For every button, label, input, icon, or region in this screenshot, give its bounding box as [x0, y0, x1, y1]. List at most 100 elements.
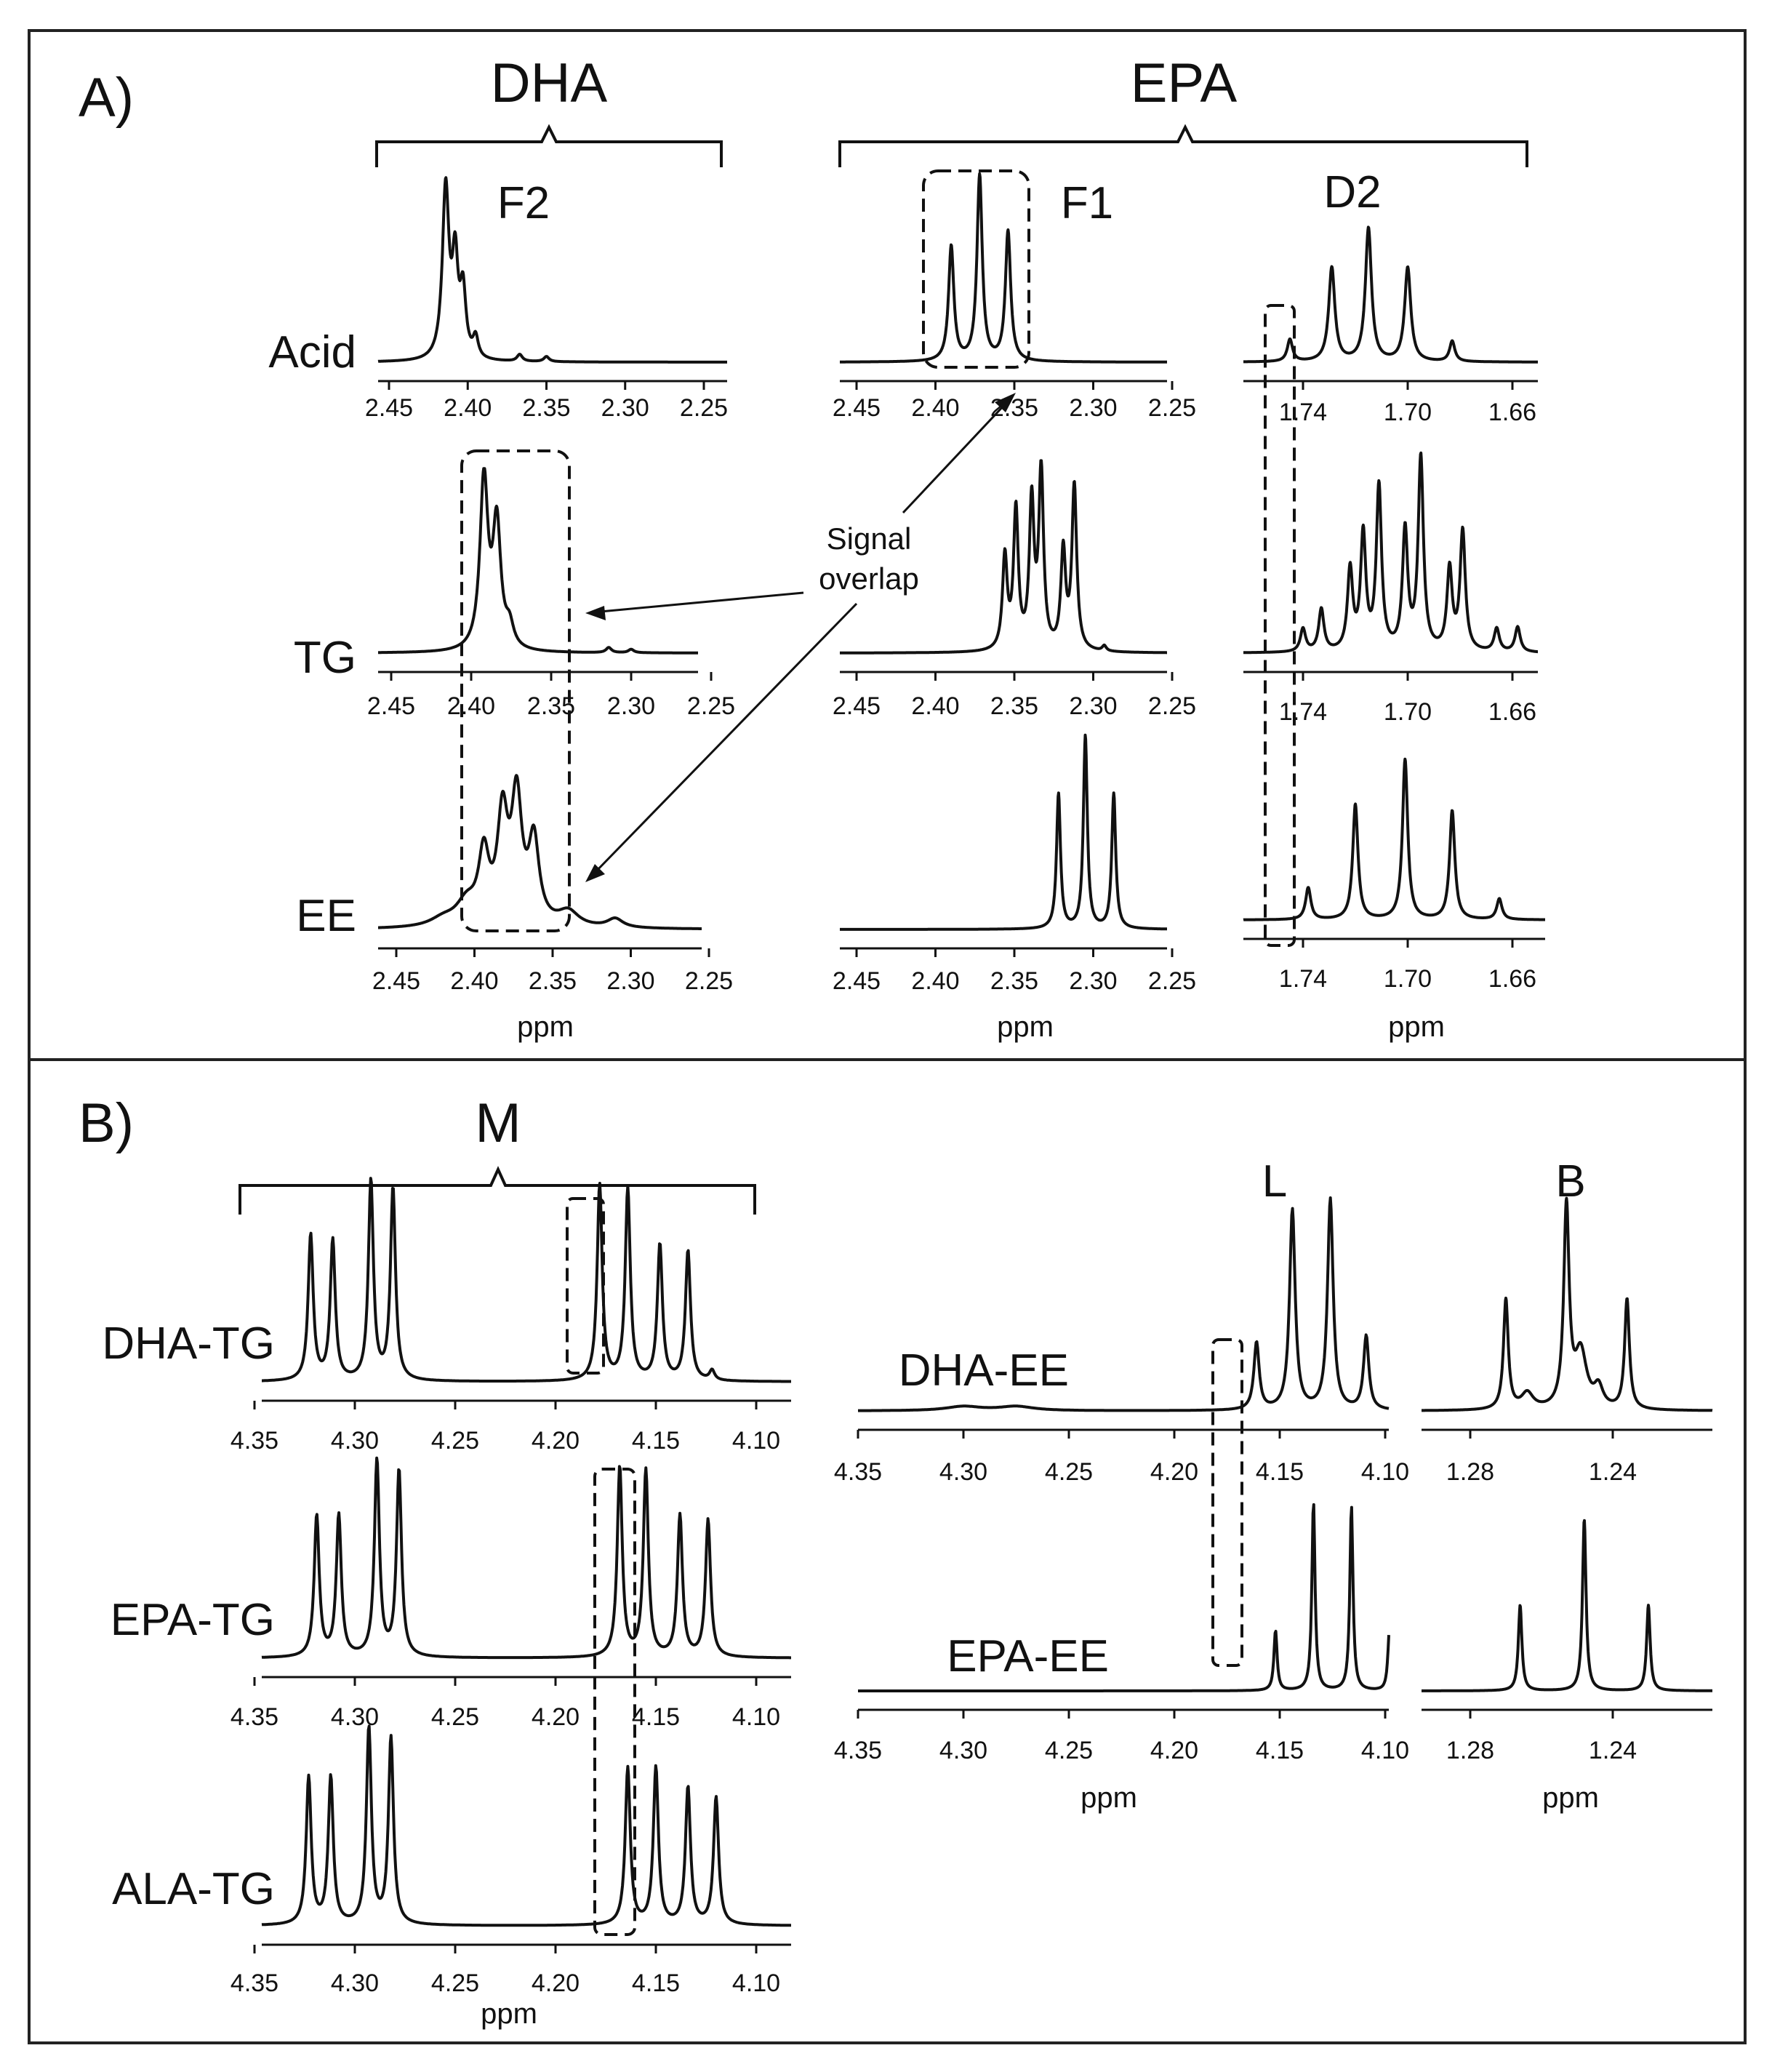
tg-row-label: TG [294, 633, 356, 683]
arrow-to-ee-f2 [591, 602, 858, 876]
spectrum-d2-epa-acid: 1.74 1.70 1.66 [1242, 225, 1539, 426]
x-tick-label: 4.10 [732, 1427, 780, 1455]
x-tick-label: 2.35 [990, 394, 1038, 422]
panel-b-m-axis-title: ppm [481, 1998, 537, 2030]
x-tick-label: 2.40 [450, 967, 498, 995]
m-group-label: M [475, 1092, 521, 1154]
x-tick-label: 2.45 [372, 967, 420, 995]
x-tick-label: 1.24 [1589, 1458, 1637, 1486]
x-tick-label: 2.40 [911, 692, 959, 720]
brackets [238, 124, 1528, 1215]
spectrum-trace [1242, 451, 1539, 655]
dha-f2-highlight-box [460, 449, 571, 932]
x-tick-label: 4.20 [532, 1703, 580, 1731]
x-tick-label: 2.45 [833, 967, 881, 995]
x-tick-label: 4.35 [230, 1427, 278, 1455]
x-tick-label: 2.35 [527, 692, 575, 720]
x-tick-label: 2.35 [529, 967, 577, 995]
spectrum-trace [857, 1196, 1390, 1412]
x-tick-label: 2.45 [833, 394, 881, 422]
b-group-label: B [1555, 1156, 1585, 1207]
x-tick-label: 1.70 [1384, 399, 1432, 426]
x-tick-label: 4.10 [1361, 1737, 1409, 1764]
panel-b-b-axis-title: ppm [1542, 1782, 1599, 1814]
panel-b-frame [28, 1058, 1747, 2044]
x-tick-label: 2.40 [911, 967, 959, 995]
x-tick-label: 2.25 [687, 692, 735, 720]
x-tick-label: 2.25 [1148, 692, 1196, 720]
x-tick-label: 1.70 [1384, 698, 1432, 726]
x-tick-label: 2.25 [685, 967, 733, 995]
highlight-boxes [460, 169, 1296, 1936]
spectrum-trace [377, 774, 703, 930]
m-epa-ala-highlight-box [593, 1468, 636, 1936]
epa-bracket [838, 124, 1528, 167]
panel-a-d2-axis-title: ppm [1388, 1011, 1445, 1043]
x-tick-label: 4.15 [632, 1969, 680, 1997]
ala-tg-row-label: ALA-TG [112, 1864, 275, 1914]
l-highlight-box [1211, 1338, 1243, 1667]
m-bracket [238, 1166, 756, 1215]
panel-b-l-axis-title: ppm [1081, 1782, 1137, 1814]
f1-acid-highlight-box [922, 169, 1030, 369]
panel-a-label: A) [79, 67, 134, 129]
spectrum-trace [1242, 757, 1547, 921]
x-tick-label: 1.66 [1488, 399, 1536, 426]
x-tick-label: 4.10 [1361, 1458, 1409, 1486]
x-tick-label: 4.30 [331, 1427, 379, 1455]
x-tick-label: 2.45 [833, 692, 881, 720]
x-tick-label: 4.20 [532, 1969, 580, 1997]
x-tick-label: 2.45 [365, 394, 413, 422]
x-tick-label: 4.35 [230, 1703, 278, 1731]
x-tick-label: 2.40 [911, 394, 959, 422]
x-tick-label: 2.40 [444, 394, 492, 422]
signal-overlap-annotation-line1: Signal [827, 521, 912, 556]
annotation-arrows [591, 402, 1007, 876]
arrowheads [585, 393, 1016, 882]
x-tick-label: 1.70 [1384, 965, 1432, 993]
x-tick-label: 2.30 [601, 394, 649, 422]
d2-highlight-box [1264, 304, 1296, 947]
x-tick-label: 1.24 [1589, 1737, 1637, 1764]
arrowhead-ee-f2 [585, 864, 605, 882]
x-tick-label: 4.30 [939, 1458, 987, 1486]
x-tick-label: 1.74 [1279, 399, 1327, 426]
epa-group-label: EPA [1131, 52, 1238, 114]
x-tick-label: 4.30 [939, 1737, 987, 1764]
x-tick-label: 2.35 [522, 394, 570, 422]
x-tick-label: 4.25 [1045, 1458, 1093, 1486]
spectrum-trace [261, 1456, 792, 1660]
spectrum-trace [261, 1724, 792, 1927]
x-tick-label: 4.30 [331, 1969, 379, 1997]
x-tick-label: 4.25 [431, 1703, 479, 1731]
acid-row-label: Acid [268, 327, 356, 377]
spectrum-trace [838, 172, 1168, 364]
x-tick-label: 4.10 [732, 1969, 780, 1997]
x-tick-label: 4.15 [632, 1427, 680, 1455]
x-tick-label: 4.20 [1150, 1737, 1198, 1764]
spectrum-trace [1242, 225, 1539, 364]
l-group-label: L [1262, 1156, 1287, 1207]
spectrum-trace [1420, 1519, 1714, 1692]
x-tick-label: 2.40 [447, 692, 495, 720]
epa-tg-row-label: EPA-TG [111, 1595, 275, 1645]
arrowhead-tg-f2 [585, 606, 606, 620]
spectrum-trace [857, 1503, 1390, 1692]
x-tick-label: 4.10 [732, 1703, 780, 1731]
x-tick-label: 1.66 [1488, 965, 1536, 993]
arrow-to-f1 [902, 402, 1007, 514]
m-dha-tg-highlight-box [566, 1197, 605, 1375]
signal-overlap-annotation-line2: overlap [819, 561, 919, 596]
x-tick-label: 4.20 [532, 1427, 580, 1455]
